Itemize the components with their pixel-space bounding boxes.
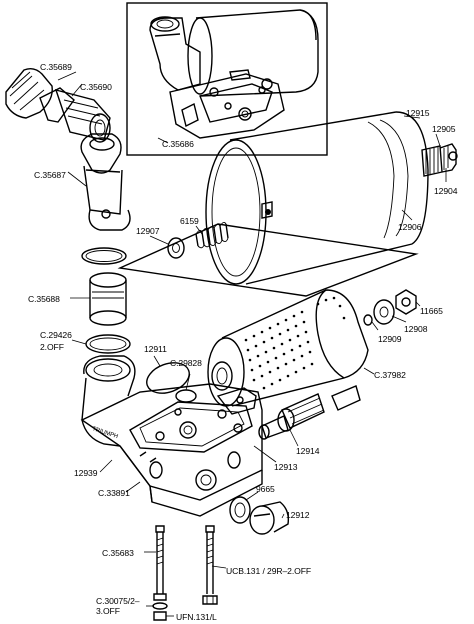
label-c35688: C.35688 xyxy=(28,294,60,304)
label-12908: 12908 xyxy=(404,324,428,334)
label-9665: 9665 xyxy=(256,484,275,494)
label-12912: 12912 xyxy=(286,510,310,520)
label-11665: 11665 xyxy=(420,306,443,316)
filter-stem xyxy=(331,385,361,411)
terminal-end xyxy=(421,143,458,177)
label-12905: 12905 xyxy=(432,124,456,134)
label-c35686: C.35686 xyxy=(162,139,194,149)
label-12914: 12914 xyxy=(296,446,320,456)
label-c35687: C.35687 xyxy=(34,170,66,180)
label-12904: 12904 xyxy=(434,186,458,196)
washer-12907 xyxy=(167,237,185,259)
inlet-connector xyxy=(5,67,131,231)
perforation-pattern xyxy=(244,296,346,390)
label-3off: 3.OFF xyxy=(96,606,120,616)
label-12939: 12939 xyxy=(74,468,98,478)
label-ufn131: UFN.131/L xyxy=(176,612,217,622)
label-c29828: C.29828 xyxy=(170,358,202,368)
label-12909: 12909 xyxy=(378,334,402,344)
bolt-ucb131 xyxy=(202,525,218,605)
nut-11665 xyxy=(395,289,417,315)
base-casting: TRIUMPH xyxy=(80,355,263,517)
label-12906: 12906 xyxy=(398,222,422,232)
label-c37982: C.37982 xyxy=(374,370,406,380)
washer-9665 xyxy=(229,496,251,524)
label-2off: 2.OFF xyxy=(40,342,64,352)
label-c29426: C.29426 xyxy=(40,330,72,340)
inset-assembly-view xyxy=(126,2,328,156)
label-12907: 12907 xyxy=(136,226,160,236)
washer-12908 xyxy=(373,299,395,325)
label-c30075: C.30075/2– xyxy=(96,596,140,606)
label-12911: 12911 xyxy=(144,344,167,354)
ring-c29828 xyxy=(175,389,197,403)
plug-12914 xyxy=(258,393,325,440)
label-6159: 6159 xyxy=(180,216,199,226)
bolt-c35683 xyxy=(152,525,168,621)
label-12915: 12915 xyxy=(406,108,430,118)
o-ring-12911 xyxy=(146,362,190,394)
filter-element xyxy=(207,289,369,407)
label-c33891: C.33891 xyxy=(98,488,130,498)
gasket-plane xyxy=(117,223,419,297)
leader-lines xyxy=(57,71,447,617)
washer-12909 xyxy=(363,314,373,326)
label-c35689: C.35689 xyxy=(40,62,72,72)
o-ring-upper xyxy=(81,247,127,265)
drain-plug-12912 xyxy=(249,501,290,535)
brand-text: TRIUMPH xyxy=(91,426,118,440)
label-c35683: C.35683 xyxy=(102,548,134,558)
label-ucb131: UCB.131 / 29R–2.OFF xyxy=(226,566,311,576)
part-labels: C.35689 C.35690 C.35687 C.35686 12915 12… xyxy=(28,62,458,622)
label-c35690: C.35690 xyxy=(80,82,112,92)
pump-canister xyxy=(205,111,429,285)
label-12913: 12913 xyxy=(274,462,298,472)
ferrule-tube xyxy=(89,272,127,326)
